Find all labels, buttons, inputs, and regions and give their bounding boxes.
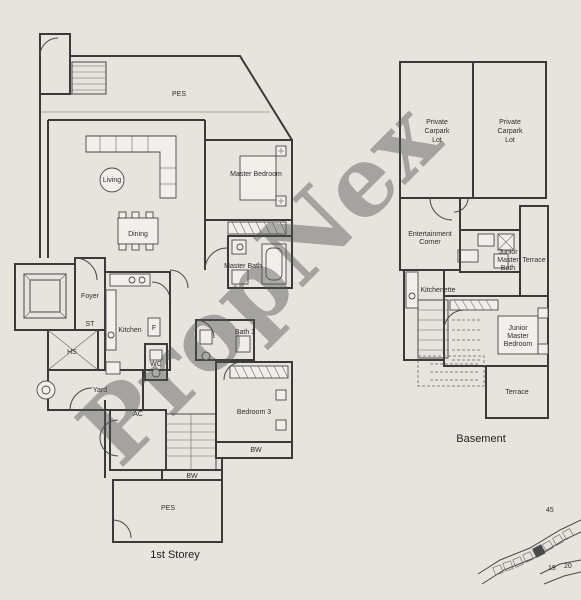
room-label-dining: Dining — [128, 231, 148, 238]
first-storey-plan — [14, 33, 293, 543]
room-label-terrace2: Terrace — [505, 389, 528, 396]
room-label-kitchenette: Kitchenette — [420, 287, 455, 294]
room-label-f: F — [152, 325, 156, 332]
room-label-bw2: BW — [250, 447, 262, 454]
room-label-foyer: Foyer — [81, 293, 100, 300]
site-key-plan: 45 19 20 — [477, 507, 581, 585]
room-label-yard: Yard — [93, 387, 107, 394]
site-key-label-19: 19 — [548, 565, 556, 572]
room-label-pes-bottom: PES — [161, 505, 175, 512]
room-label-master-bath: Master Bath — [224, 263, 262, 270]
room-label-pes-top: PES — [172, 91, 186, 98]
room-label-bath3: Bath 3 — [235, 329, 255, 336]
room-label-living: Living — [103, 177, 121, 184]
room-label-st: ST — [86, 321, 96, 328]
room-label-hs: HS — [67, 349, 77, 356]
room-label-master-bedroom: Master Bedroom — [230, 171, 282, 178]
site-key-label-45: 45 — [546, 507, 554, 514]
room-label-bw1: BW — [186, 473, 198, 480]
first-storey-labels: PES Living Master Bedroom Dining Master … — [67, 91, 282, 561]
site-key-label-20: 20 — [564, 563, 572, 570]
room-label-kitchen: Kitchen — [118, 327, 141, 334]
room-label-terrace1: Terrace — [522, 257, 545, 264]
basement-title: Basement — [456, 433, 506, 445]
basement-plan — [399, 61, 549, 419]
room-label-bedroom3: Bedroom 3 — [237, 409, 271, 416]
first-storey-title: 1st Storey — [150, 549, 200, 561]
room-label-wc: WC — [150, 361, 162, 368]
room-label-ac: AC — [133, 411, 143, 418]
